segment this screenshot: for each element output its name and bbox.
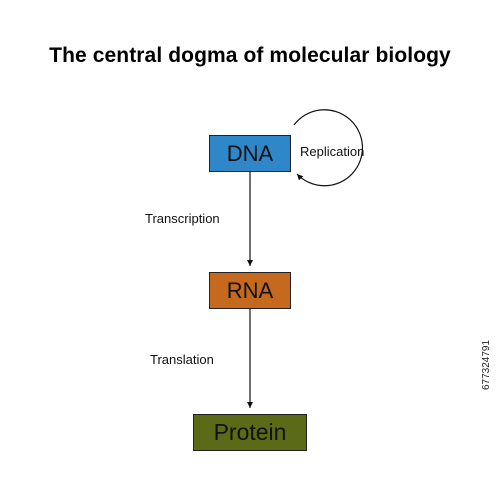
- replication-label: Replication: [300, 144, 365, 159]
- rna-label: RNA: [226, 277, 274, 303]
- transcription-label: Transcription: [145, 211, 220, 226]
- protein-box: Protein: [193, 414, 307, 451]
- dna-box: DNA: [209, 135, 291, 172]
- protein-label: Protein: [213, 419, 287, 445]
- dna-label: DNA: [226, 140, 274, 166]
- translation-label: Translation: [150, 352, 214, 367]
- diagram-title: The central dogma of molecular biology: [49, 44, 451, 67]
- rna-box: RNA: [209, 272, 291, 309]
- replication-loop-arrow: [293, 109, 364, 187]
- stock-image-id: 677324791: [481, 339, 492, 390]
